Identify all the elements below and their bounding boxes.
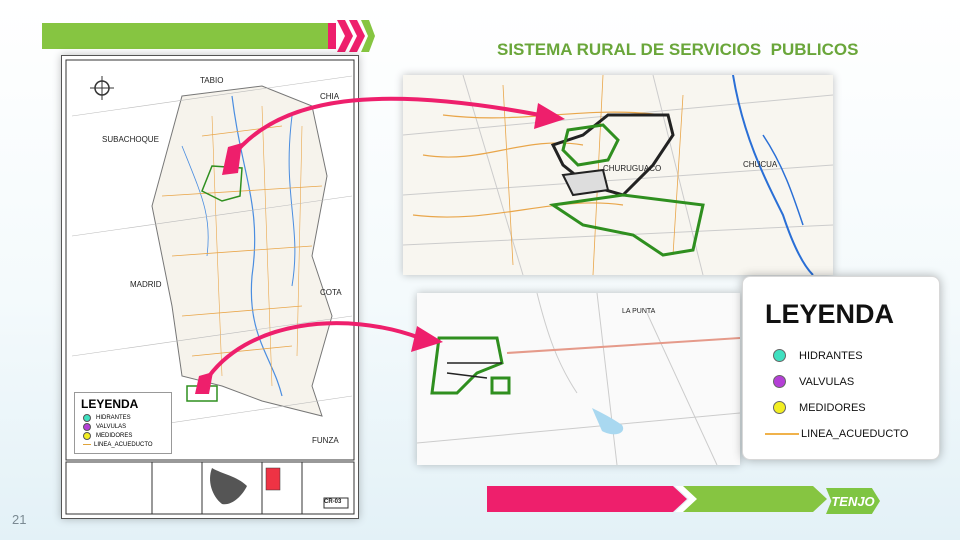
place-label-madrid: MADRID <box>130 280 162 289</box>
valve-dot-icon <box>83 422 91 431</box>
legend-item-valves: VALVULAS <box>773 375 854 388</box>
top-banner-pink-cap <box>328 23 336 49</box>
zoom-map-la-punta: LA PUNTA <box>417 293 740 465</box>
zoom-map-top-drawing <box>403 75 833 275</box>
main-map-legend-item: LINEA_ACUEDUCTO <box>83 440 171 449</box>
valve-dot-icon <box>773 375 786 388</box>
place-label-subachoque: SUBACHOQUE <box>102 135 159 144</box>
top-banner-bar <box>42 23 330 49</box>
main-map-legend-item: VALVULAS <box>83 422 171 431</box>
legend-item-meters: MEDIDORES <box>773 401 866 414</box>
bottom-banner-arrows <box>487 486 827 512</box>
place-label-chia: CHIA <box>320 92 340 101</box>
main-map-legend: LEYENDA HIDRANTES VALVULAS MEDIDORES LIN… <box>74 392 172 454</box>
legend-item-aqueduct: LINEA_ACUEDUCTO <box>765 428 908 440</box>
zoom-arrow-top-icon <box>222 96 565 175</box>
aqueduct-line-icon <box>765 433 799 435</box>
legend-panel: LEYENDA HIDRANTES VALVULAS MEDIDORES LIN… <box>742 276 940 460</box>
legend-item-hydrants: HIDRANTES <box>773 349 863 362</box>
main-map-legend-title: LEYENDA <box>81 397 139 411</box>
main-map-drawing <box>65 59 355 515</box>
zoom-arrow-bottom-icon <box>195 321 443 394</box>
meter-dot-icon <box>83 431 91 440</box>
tenjo-logo: TENJO <box>826 488 880 514</box>
place-label-la-punta: LA PUNTA <box>622 308 656 315</box>
place-label-cota: COTA <box>320 288 342 297</box>
hydrant-dot-icon <box>83 413 91 422</box>
page-title: SISTEMA RURAL DE SERVICIOS PUBLICOS <box>497 40 859 59</box>
aqueduct-line-icon <box>83 444 91 445</box>
page-number: 21 <box>12 512 27 527</box>
hydrant-dot-icon <box>773 349 786 362</box>
place-label-tabio: TABIO <box>200 76 224 85</box>
place-label-chucua: CHUCUA <box>743 160 778 169</box>
main-map-legend-item: HIDRANTES <box>83 413 171 422</box>
place-label-churuguaco: CHURUGUACO <box>603 164 662 173</box>
chevron-decoration-icon <box>337 20 375 52</box>
legend-title: LEYENDA <box>765 299 895 329</box>
zoom-map-bottom-drawing <box>417 293 740 465</box>
zoom-map-churuguaco: CHURUGUACO CHUCUA <box>403 75 833 275</box>
sheet-code: CR-03 <box>324 499 342 505</box>
main-map-legend-item: MEDIDORES <box>83 431 171 440</box>
meter-dot-icon <box>773 401 786 414</box>
place-label-funza: FUNZA <box>312 436 339 445</box>
